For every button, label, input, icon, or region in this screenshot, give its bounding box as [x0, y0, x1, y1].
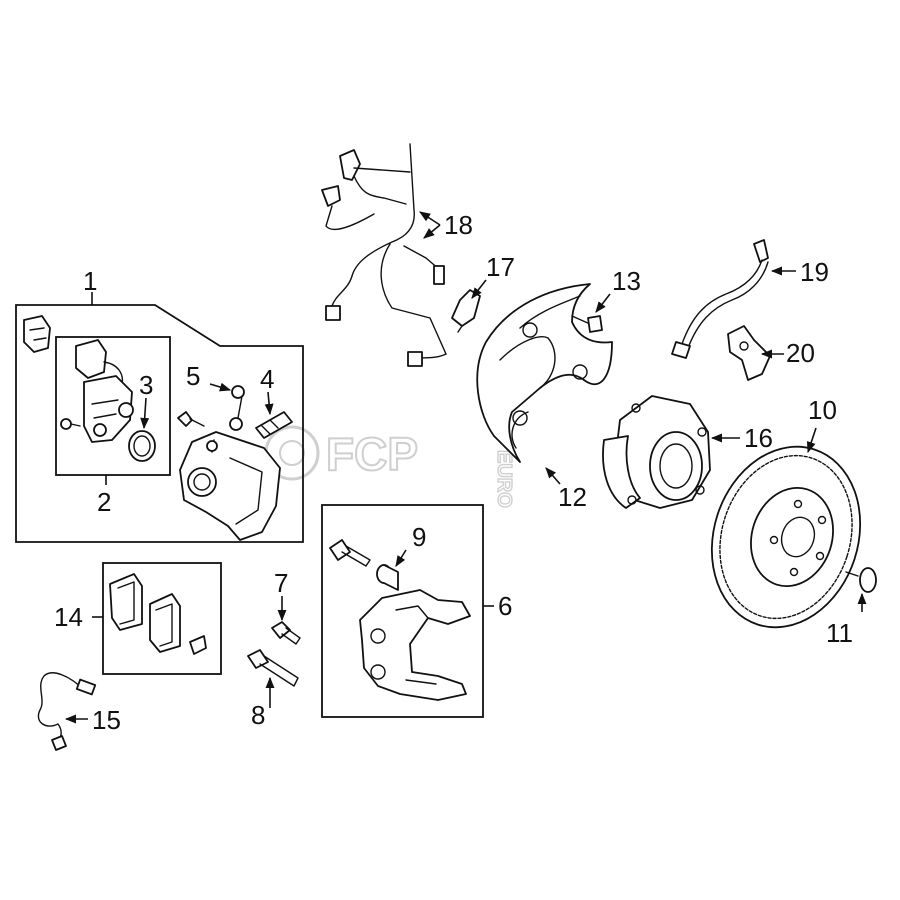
- brake-pads: [109, 573, 207, 655]
- callout-15: 15: [92, 705, 121, 735]
- caliper-assembly-box: [15, 304, 304, 543]
- rotor-screw: [845, 567, 877, 593]
- brake-rotor: [710, 445, 862, 629]
- motor-screw: [60, 418, 81, 430]
- bracket-bolt-short: [271, 621, 301, 645]
- caliper-clip: [23, 315, 51, 353]
- callout-16: 16: [744, 423, 773, 453]
- callout-3: 3: [139, 370, 153, 400]
- callout-8: 8: [251, 700, 265, 730]
- callout-12: 12: [558, 482, 587, 512]
- caliper-bolt: [177, 411, 205, 427]
- callout-4: 4: [260, 364, 274, 394]
- parking-motor-box: [55, 336, 171, 476]
- parking-brake-motor: [75, 339, 134, 443]
- callout-17: 17: [486, 252, 515, 282]
- guide-bushing: [376, 564, 399, 591]
- callout-18: 18: [444, 210, 473, 240]
- callout-6: 6: [498, 591, 512, 621]
- carrier-bracket-box: [321, 504, 484, 718]
- caliper-carrier-bracket: [359, 589, 471, 701]
- dust-shield: [476, 283, 613, 463]
- bracket-bolt-long: [247, 649, 299, 687]
- watermark: FCP EURO: [264, 425, 516, 508]
- callout-11: 11: [826, 618, 853, 648]
- shield-bolt: [571, 315, 603, 333]
- callout-19: 19: [800, 257, 829, 287]
- guide-pin: [229, 385, 245, 431]
- pad-wear-sensor: [37, 672, 97, 751]
- brake-hose: [671, 239, 769, 359]
- watermark-suffix: EURO: [493, 450, 515, 508]
- watermark-brand: FCP: [326, 428, 418, 480]
- abs-wiring-harness: [321, 143, 447, 367]
- callout-10: 10: [808, 395, 837, 425]
- carrier-bolt: [329, 539, 371, 567]
- wheel-speed-sensor: [451, 289, 481, 333]
- hose-bracket: [727, 325, 771, 381]
- callout-20: 20: [786, 338, 815, 368]
- callout-2: 2: [97, 487, 111, 517]
- o-ring: [128, 430, 156, 462]
- callout-7: 7: [274, 568, 288, 598]
- caliper-housing: [179, 431, 281, 541]
- callout-14: 14: [54, 602, 83, 632]
- callout-13: 13: [612, 266, 641, 296]
- brake-pad-box: [102, 562, 222, 675]
- wheel-hub-bearing: [602, 395, 711, 509]
- callout-5: 5: [186, 361, 200, 391]
- bleeder-screw: [255, 411, 293, 439]
- callout-9: 9: [412, 522, 426, 552]
- callout-1: 1: [83, 266, 97, 296]
